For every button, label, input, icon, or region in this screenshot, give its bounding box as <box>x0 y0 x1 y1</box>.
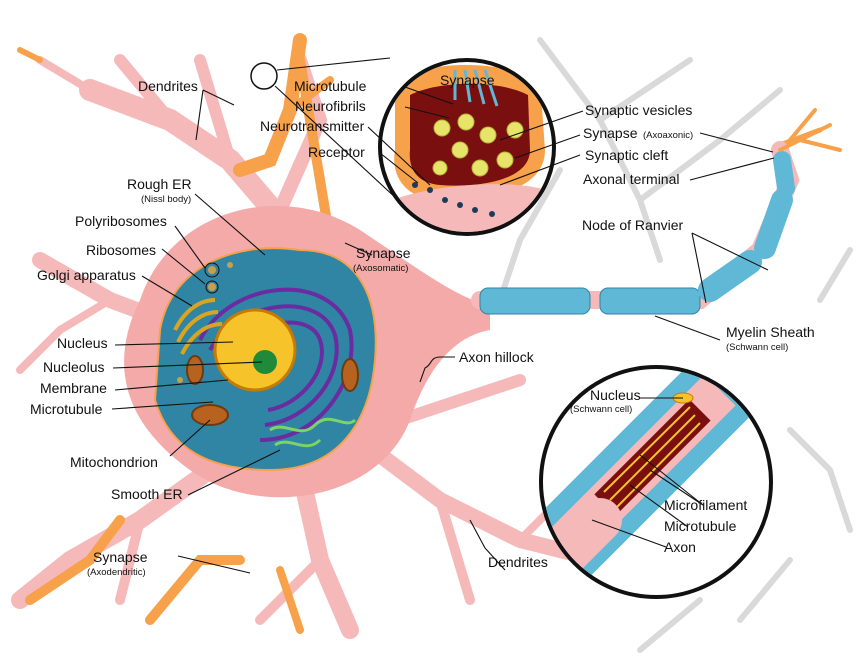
label-synapse-axoaxonic-sub: (Axoaxonic) <box>643 130 693 141</box>
label-node-of-ranvier: Node of Ranvier <box>582 217 684 233</box>
label-receptor: Receptor <box>308 144 365 160</box>
label-nucleus: Nucleus <box>57 335 108 351</box>
label-myelin-sheath: Myelin Sheath <box>726 324 815 340</box>
label-axon: Axon <box>664 539 696 555</box>
label-ribosomes: Ribosomes <box>86 242 156 258</box>
ribosome-marker <box>205 280 219 294</box>
golgi-apparatus <box>173 298 223 355</box>
synapse-inset <box>378 58 556 236</box>
label-myelin-sheath-sub: (Schwann cell) <box>726 342 788 353</box>
label-rough-er: Rough ER <box>127 176 192 192</box>
label-golgi: Golgi apparatus <box>37 267 136 283</box>
label-microfilament: Microfilament <box>664 497 747 513</box>
background-neurons <box>497 37 853 653</box>
ribosomes <box>177 262 233 383</box>
label-rough-er-sub: (Nissl body) <box>141 194 191 205</box>
label-nucleolus: Nucleolus <box>43 359 104 375</box>
nucleus <box>213 308 297 392</box>
smooth-er <box>269 417 357 448</box>
label-smooth-er: Smooth ER <box>111 486 183 502</box>
label-neurofibrils: Neurofibrils <box>295 98 366 114</box>
label-microtubule-inset: Microtubule <box>294 78 367 94</box>
label-synapse-axoaxonic: Synapse <box>583 125 638 141</box>
presynaptic-terminals <box>17 33 823 634</box>
label-inset-synapse-title: Synapse <box>440 72 495 88</box>
label-synapse-axodendritic: Synapse <box>93 549 148 565</box>
label-mitochondrion: Mitochondrion <box>70 454 158 470</box>
label-polyribosomes: Polyribosomes <box>75 213 167 229</box>
label-axon-hillock: Axon hillock <box>459 349 535 365</box>
label-axonal-terminal: Axonal terminal <box>583 171 680 187</box>
label-neurotransmitter: Neurotransmitter <box>260 118 365 134</box>
label-dendrites-bottom: Dendrites <box>488 554 548 570</box>
labels: Dendrites Rough ER (Nissl body) Polyribo… <box>30 72 815 578</box>
label-microtubule-axon: Microtubule <box>664 518 737 534</box>
mitochondria <box>186 355 359 426</box>
leader-lines <box>111 86 775 574</box>
axon-inset <box>539 365 773 599</box>
label-nucleus-schwann-sub: (Schwann cell) <box>570 404 632 415</box>
label-synaptic-cleft: Synaptic cleft <box>585 147 668 163</box>
label-synapse-axosomatic-sub: (Axosomatic) <box>353 263 408 274</box>
label-synaptic-vesicles: Synaptic vesicles <box>585 102 692 118</box>
label-nucleus-schwann: Nucleus <box>590 387 641 403</box>
synapse-callout-origin <box>250 62 278 90</box>
label-membrane: Membrane <box>40 380 107 396</box>
label-synapse-axodendritic-sub: (Axodendritic) <box>87 567 146 578</box>
label-synapse-axosomatic: Synapse <box>356 245 411 261</box>
axon <box>471 108 842 315</box>
label-microtubule-left: Microtubule <box>30 401 103 417</box>
polyribosome-marker <box>204 262 220 278</box>
label-dendrites-top: Dendrites <box>138 78 198 94</box>
